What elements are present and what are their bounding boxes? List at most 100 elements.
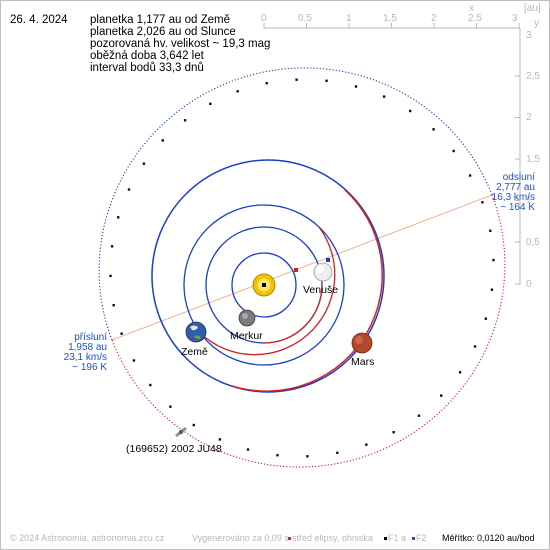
apsis-line	[111, 194, 493, 341]
orbit-interval-point	[440, 394, 443, 397]
legend-f1-text: F1 a	[388, 533, 407, 543]
x-axis-label: x	[469, 3, 474, 14]
perihelion-title: přísluní	[74, 332, 107, 343]
info-magnitude: pozorovaná hv. velikost ~ 19,3 mag	[90, 38, 271, 50]
blue-square-icon	[412, 536, 415, 540]
earth-orbit	[183, 204, 345, 366]
x-tick-label: 2,5	[468, 13, 482, 24]
orbit-interval-point	[392, 431, 395, 434]
orbit-interval-point	[192, 423, 195, 427]
y-axis-label: y	[534, 18, 539, 29]
black-square-icon	[384, 536, 387, 540]
orbit-interval-point	[246, 448, 250, 451]
orbit-interval-point	[236, 90, 239, 93]
x-tick-label: 0	[261, 13, 267, 24]
y-tick-label: 0	[526, 279, 532, 290]
perihelion-speed: 23,1 km/s	[63, 352, 107, 363]
x-tick-label: 2	[431, 13, 437, 24]
mercury-label: Merkur	[230, 330, 263, 342]
orbit-interval-point	[132, 359, 136, 362]
x-tick-label: 3	[512, 13, 518, 24]
orbit-interval-point	[432, 128, 435, 131]
venus-orbit-red	[263, 284, 323, 344]
x-tick-label: 1	[346, 13, 352, 24]
info-orbital-period: oběžná doba 3,642 let	[90, 50, 204, 62]
orbit-interval-point	[492, 258, 495, 262]
orbit-interval-point	[109, 274, 112, 278]
orbit-interval-point	[306, 455, 309, 458]
orbit-interval-point	[127, 188, 131, 191]
footer-legend-focus-2: F2	[412, 533, 427, 543]
info-sun-distance: planetka 2,026 au od Slunce	[90, 26, 236, 38]
ellipse-center-marker	[294, 268, 298, 272]
mars-orbit-red	[231, 189, 383, 392]
orbit-interval-point	[276, 454, 279, 457]
sun-icon	[252, 273, 276, 297]
orbit-interval-point	[336, 451, 339, 454]
orbit-interval-point	[481, 201, 484, 204]
orbit-interval-point	[468, 174, 472, 177]
orbit-interval-point	[161, 139, 164, 142]
info-point-interval: interval bodů 33,3 dnů	[90, 62, 204, 74]
axis-unit-label: [au]	[524, 3, 541, 14]
focus-f2-marker	[326, 258, 330, 262]
orbit-interval-point	[265, 82, 268, 85]
aphelion-title: odsluní	[502, 172, 535, 183]
orbit-interval-point	[112, 304, 115, 307]
orbit-interval-point	[325, 79, 328, 82]
footer-generated-time: Vygenerováno za 0,09 s	[192, 533, 289, 543]
venus-planet-icon	[313, 262, 333, 282]
earth-planet-icon	[185, 321, 207, 343]
mercury-planet-icon	[238, 309, 256, 327]
info-earth-distance: planetka 1,177 au od Země	[90, 14, 231, 26]
orbit-interval-point	[218, 438, 222, 441]
mars-planet-icon	[351, 332, 373, 354]
x-tick-label: 1,5	[383, 13, 397, 24]
orbit-interval-point	[417, 414, 421, 417]
orbit-interval-point	[183, 119, 187, 122]
asteroid-label: (169652) 2002 JU48	[126, 443, 222, 455]
y-tick-label: 1	[526, 195, 532, 206]
footer-legend-center: střed elipsy, ohniska	[288, 533, 373, 543]
earth-orbit-red	[199, 226, 336, 356]
venus-label: Venuše	[303, 284, 339, 296]
orbit-interval-point	[489, 229, 492, 232]
y-scale-axis	[515, 28, 521, 285]
orbit-interval-point	[169, 405, 172, 408]
aphelion-temperature: ~ 164 K	[500, 202, 535, 213]
y-tick-label: 2	[526, 112, 532, 123]
asteroid-orbit	[98, 67, 506, 468]
orbit-interval-point	[452, 149, 455, 153]
legend-f2-text: F2	[416, 533, 427, 543]
footer-scale: Měřítko: 0,0120 au/bod	[442, 533, 535, 543]
orbit-interval-point	[149, 383, 152, 387]
orbit-interval-point	[120, 332, 123, 335]
legend-center-text: střed elipsy, ohniska	[292, 533, 373, 543]
orbit-interval-point	[117, 216, 120, 219]
x-scale-axis	[263, 23, 520, 29]
orbit-interval-point	[209, 102, 212, 105]
orbit-interval-point	[490, 288, 494, 291]
mars-label: Mars	[351, 356, 375, 368]
y-tick-label: 2,5	[526, 71, 540, 82]
y-tick-label: 0,5	[526, 237, 540, 248]
asteroid-icon	[175, 426, 187, 438]
orbit-interval-point	[484, 317, 487, 320]
red-square-icon	[288, 536, 291, 540]
orbit-interval-point	[110, 245, 114, 248]
orbit-interval-point	[354, 85, 358, 88]
footer-copyright: © 2024 Astronomia, astronomia.zcu.cz	[10, 533, 165, 543]
orbit-interval-point	[409, 109, 412, 113]
footer-legend-focus-1: F1 a	[384, 533, 406, 543]
aphelion-distance: 2,777 au	[496, 182, 535, 193]
orbit-interval-point	[473, 345, 477, 348]
orbit-interval-point	[458, 371, 462, 374]
asteroid-interval-points	[109, 78, 495, 458]
perihelion-distance: 1,958 au	[68, 342, 107, 353]
y-tick-label: 1,5	[526, 154, 540, 165]
orbit-interval-point	[295, 78, 298, 81]
date-label: 26. 4. 2024	[10, 14, 68, 26]
perihelion-temperature: ~ 196 K	[72, 362, 107, 373]
aphelion-speed: 16,3 km/s	[491, 192, 535, 203]
